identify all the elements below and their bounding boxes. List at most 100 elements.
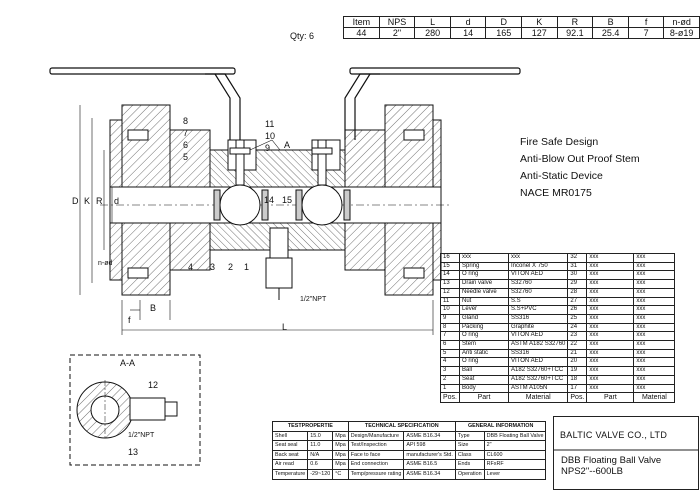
parts-cell: xxx [633, 287, 676, 298]
callout-3: 3 [210, 262, 216, 272]
dim-header: L [414, 16, 451, 28]
dim-R: R [96, 196, 103, 206]
dim-header: R [556, 16, 594, 28]
parts-cell: xxx [459, 253, 510, 263]
parts-cell: VITON AED [508, 331, 569, 342]
parts-cell: xxx [633, 383, 676, 394]
spec-cell: Design/Manufacture [347, 430, 405, 442]
dim-header: f [627, 16, 665, 28]
spec-cell: 0.6 [307, 459, 334, 470]
dim-K: K [84, 196, 91, 206]
product-line-2: NPS2"--600LB [561, 466, 623, 477]
dim-value: 92.1 [556, 27, 594, 39]
parts-cell: xxx [633, 357, 676, 368]
parts-cell: VITON AED [508, 270, 569, 281]
parts-cell: 12 [439, 287, 461, 298]
parts-cell: S32760 [508, 279, 569, 289]
spec-cell: API 598 [403, 440, 456, 451]
title-block-frame [553, 416, 699, 490]
parts-cell: Stem [459, 340, 510, 350]
parts-cell: xxx [586, 366, 635, 376]
spec-cell: ASME B16.34 [403, 468, 456, 480]
parts-cell: 28 [567, 287, 588, 298]
section-mark: A [284, 140, 291, 150]
parts-cell: xxx [633, 261, 676, 272]
parts-cell: O ring [459, 270, 510, 281]
dim-L: L [282, 322, 288, 332]
spec-cell: Ends [454, 459, 485, 470]
spec-cell: Temperature [271, 468, 309, 480]
parts-cell: Spring [459, 261, 510, 272]
parts-cell: xxx [586, 279, 635, 289]
dim-B: B [150, 303, 157, 313]
parts-cell: 15 [439, 261, 461, 272]
spec-cell: CL600 [483, 449, 547, 461]
spec-cell: 15.0 [307, 430, 334, 442]
parts-cell: 29 [567, 279, 588, 289]
note-anti-blowout: Anti-Blow Out Proof Stem [520, 153, 640, 165]
parts-cell: xxx [586, 322, 635, 333]
dim-header: K [521, 16, 558, 28]
dim-d: d [114, 196, 120, 206]
callout-2: 2 [228, 262, 234, 272]
parts-cell: xxx [586, 305, 635, 315]
parts-cell: xxx [586, 287, 635, 298]
parts-cell: 9 [439, 313, 461, 324]
spec-cell: Operation [454, 468, 485, 480]
parts-cell: 22 [567, 340, 588, 350]
parts-cell: Gland [459, 313, 510, 324]
parts-cell: O ring [459, 357, 510, 368]
spec-cell: N/A [307, 449, 334, 461]
parts-cell: xxx [586, 261, 635, 272]
parts-cell: Inconel X 750 [508, 261, 569, 272]
dim-header: B [592, 16, 629, 28]
dim-D: D [72, 196, 79, 206]
dim-value: 14 [449, 27, 487, 39]
parts-cell: 4 [439, 357, 461, 368]
callout-10: 10 [265, 131, 276, 141]
parts-cell: VITON AED [508, 357, 569, 368]
parts-cell: 3 [439, 366, 461, 376]
parts-header-cell: Material [508, 392, 569, 404]
spec-cell: Mpa [332, 430, 349, 442]
dim-value: 7 [627, 27, 665, 39]
callout-7: 7 [183, 128, 189, 138]
callout-11: 11 [265, 119, 275, 129]
parts-cell: SS316 [508, 348, 569, 359]
spec-cell: Mpa [332, 459, 349, 470]
spec-cell: Air read [271, 459, 309, 470]
parts-cell: xxx [633, 374, 676, 385]
parts-cell: 5 [439, 348, 461, 359]
spec-cell: Temp/pressure rating [347, 468, 405, 480]
parts-cell: 8 [439, 322, 461, 333]
parts-cell: A182 S32760+TCC [508, 366, 569, 376]
parts-cell: xxx [633, 340, 676, 350]
dim-f: f [128, 315, 131, 325]
dim-value: 25.4 [592, 27, 629, 39]
spec-cell: Back seat [271, 449, 309, 461]
parts-cell: 7 [439, 331, 461, 342]
callout-12: 12 [148, 380, 159, 390]
parts-cell: 24 [567, 322, 588, 333]
dim-header: n-ød [663, 16, 700, 28]
spec-cell: ASME B16.5 [403, 459, 456, 470]
parts-cell: Seat [459, 374, 510, 385]
product-title: DBB Floating Ball Valve NPS2"--600LB [561, 455, 661, 477]
spec-cell: Mpa [332, 449, 349, 461]
lever-right [344, 67, 521, 140]
parts-cell: Body [459, 383, 510, 394]
parts-cell: S.S+PVC [508, 305, 569, 315]
dim-value: 127 [521, 27, 558, 39]
